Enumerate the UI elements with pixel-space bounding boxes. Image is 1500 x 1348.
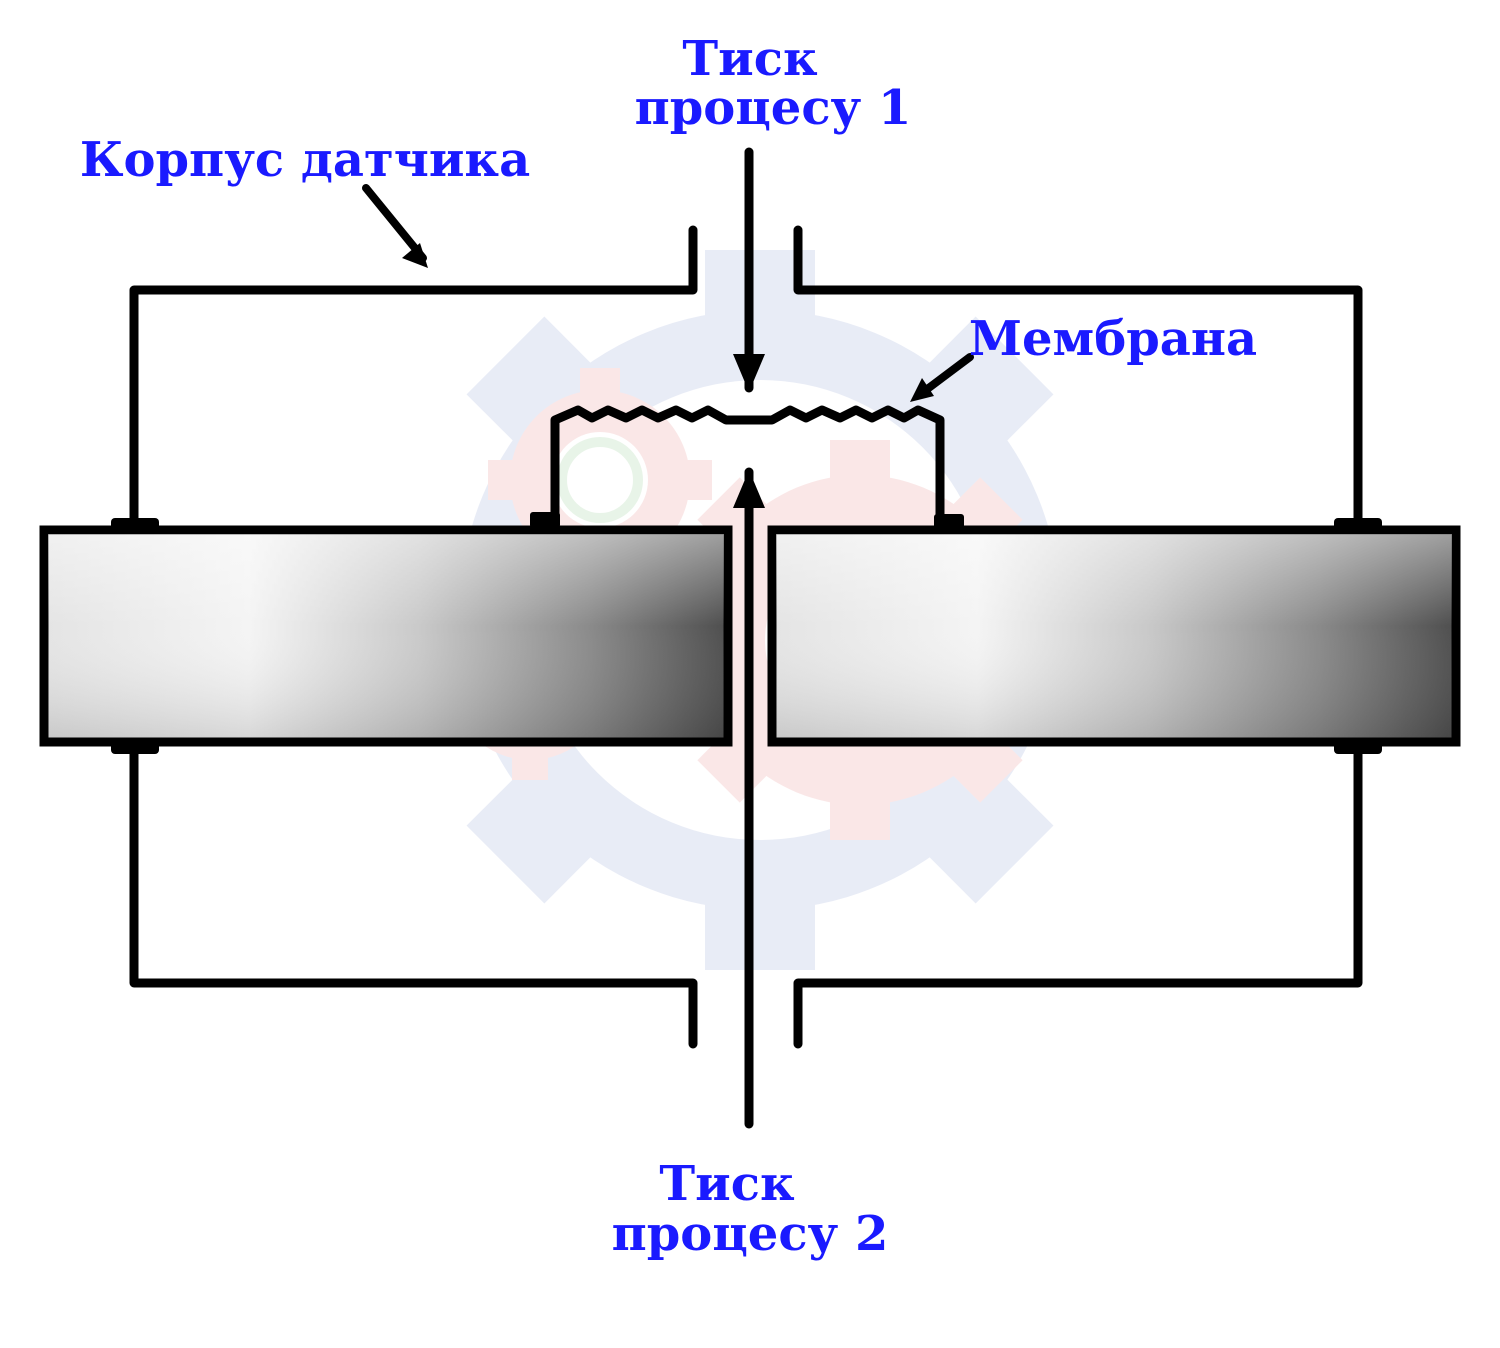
- pressure-arrows: [733, 147, 765, 1129]
- pressure-1-label-line1: Тиск: [682, 31, 818, 87]
- pressure-2-arrow-head: [733, 470, 765, 508]
- membrane-pointer-arrow: [918, 353, 974, 397]
- housing-top-right: [793, 225, 1363, 533]
- housing-top-left: [129, 225, 698, 533]
- housing-bottom-right: [793, 739, 1363, 1049]
- housing-label: Корпус датчика: [80, 132, 530, 188]
- housing-pointer-arrow-head: [402, 243, 428, 268]
- pressure-1-label-line2: процесу 1: [635, 80, 912, 136]
- label-pointers: [362, 184, 974, 402]
- sensor-housing: [129, 225, 1363, 1049]
- housing-pointer-arrow: [362, 184, 427, 262]
- membrane-label: Мембрана: [969, 311, 1257, 367]
- pressure-2-label-line2: процесу 2: [612, 1206, 889, 1262]
- pressure-2-label-line1: Тиск: [659, 1156, 795, 1212]
- membrane-pointer-arrow-head: [910, 378, 934, 402]
- pressure-1-arrow-head: [733, 354, 765, 392]
- housing-bottom-left: [129, 739, 698, 1049]
- pressure-bar: [39, 525, 1461, 747]
- membrane: [550, 405, 945, 531]
